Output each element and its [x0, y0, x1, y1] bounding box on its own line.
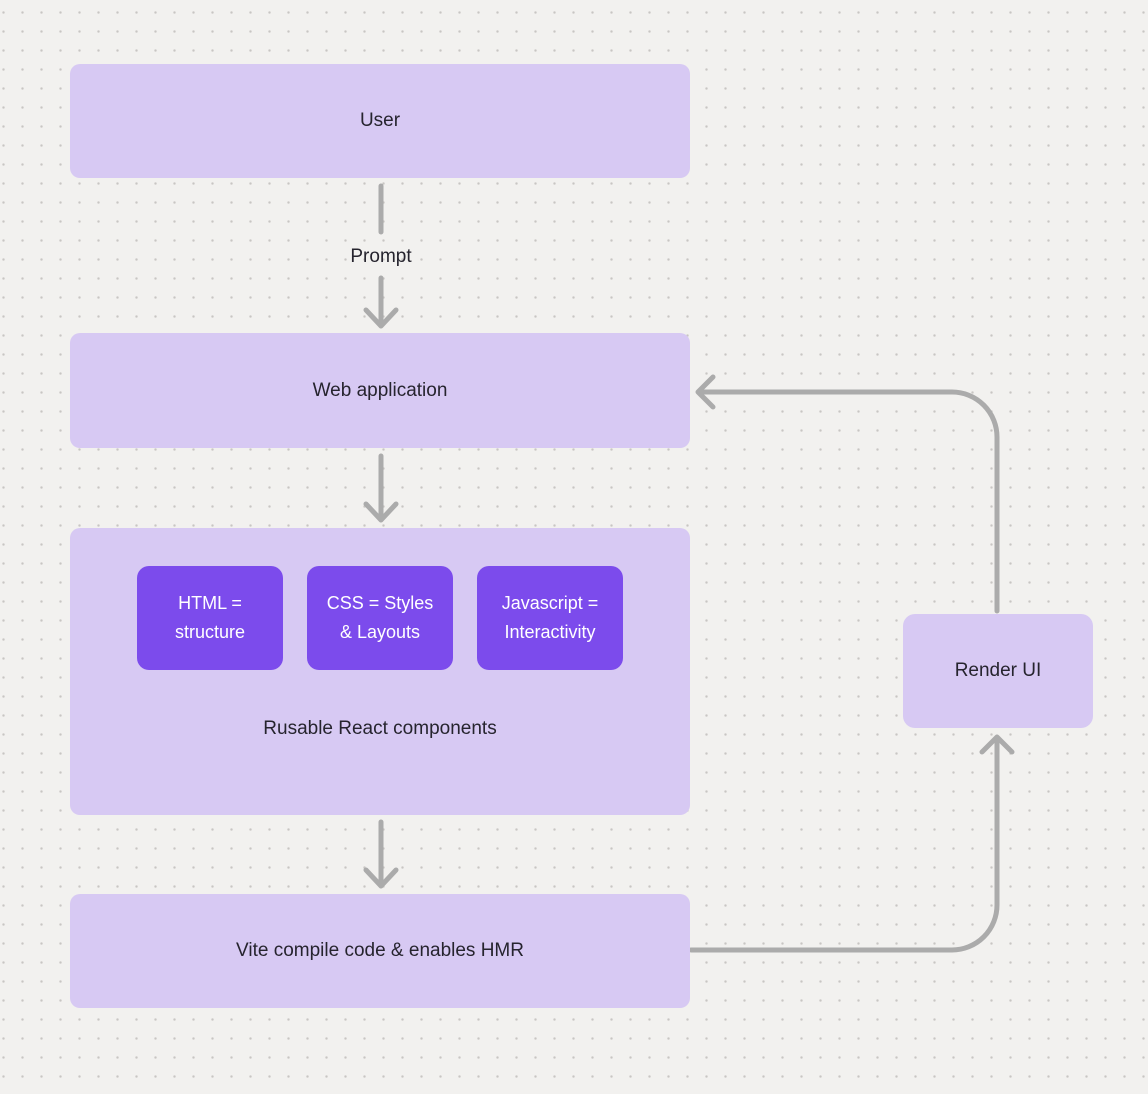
- arrowhead-down-icon: [363, 307, 399, 329]
- arrow-render-ui-to-webapp: [695, 374, 1000, 614]
- arrow-components-to-vite: [363, 819, 399, 889]
- node-user-label: User: [359, 110, 401, 131]
- node-render-ui[interactable]: Render UI: [903, 614, 1093, 728]
- arrowhead-left-icon: [695, 374, 716, 410]
- components-group-caption: Rusable React components: [263, 718, 497, 739]
- node-html-label: HTML = structure: [174, 593, 246, 642]
- arrowhead-up-icon: [979, 734, 1015, 755]
- edge-label-prompt: Prompt: [350, 246, 412, 267]
- arrow-user-to-webapp: [363, 183, 399, 329]
- node-user[interactable]: User: [70, 64, 690, 178]
- node-vite-label: Vite compile code & enables HMR: [236, 940, 524, 961]
- arrowhead-down-icon: [363, 867, 399, 889]
- node-css[interactable]: CSS = Styles & Layouts: [307, 566, 453, 670]
- node-render-ui-label: Render UI: [954, 660, 1042, 681]
- node-web-application[interactable]: Web application: [70, 333, 690, 448]
- arrow-webapp-to-components: [363, 453, 399, 523]
- node-javascript[interactable]: Javascript = Interactivity: [477, 566, 623, 670]
- node-html[interactable]: HTML = structure: [137, 566, 283, 670]
- arrowhead-down-icon: [363, 501, 399, 523]
- node-css-label: CSS = Styles & Layouts: [326, 593, 434, 642]
- node-javascript-label: Javascript = Interactivity: [501, 593, 599, 642]
- node-web-application-label: Web application: [312, 379, 448, 401]
- arrow-vite-to-render-ui: [688, 734, 1015, 953]
- node-vite[interactable]: Vite compile code & enables HMR: [70, 894, 690, 1008]
- node-components-group[interactable]: HTML = structure CSS = Styles & Layouts …: [70, 528, 690, 815]
